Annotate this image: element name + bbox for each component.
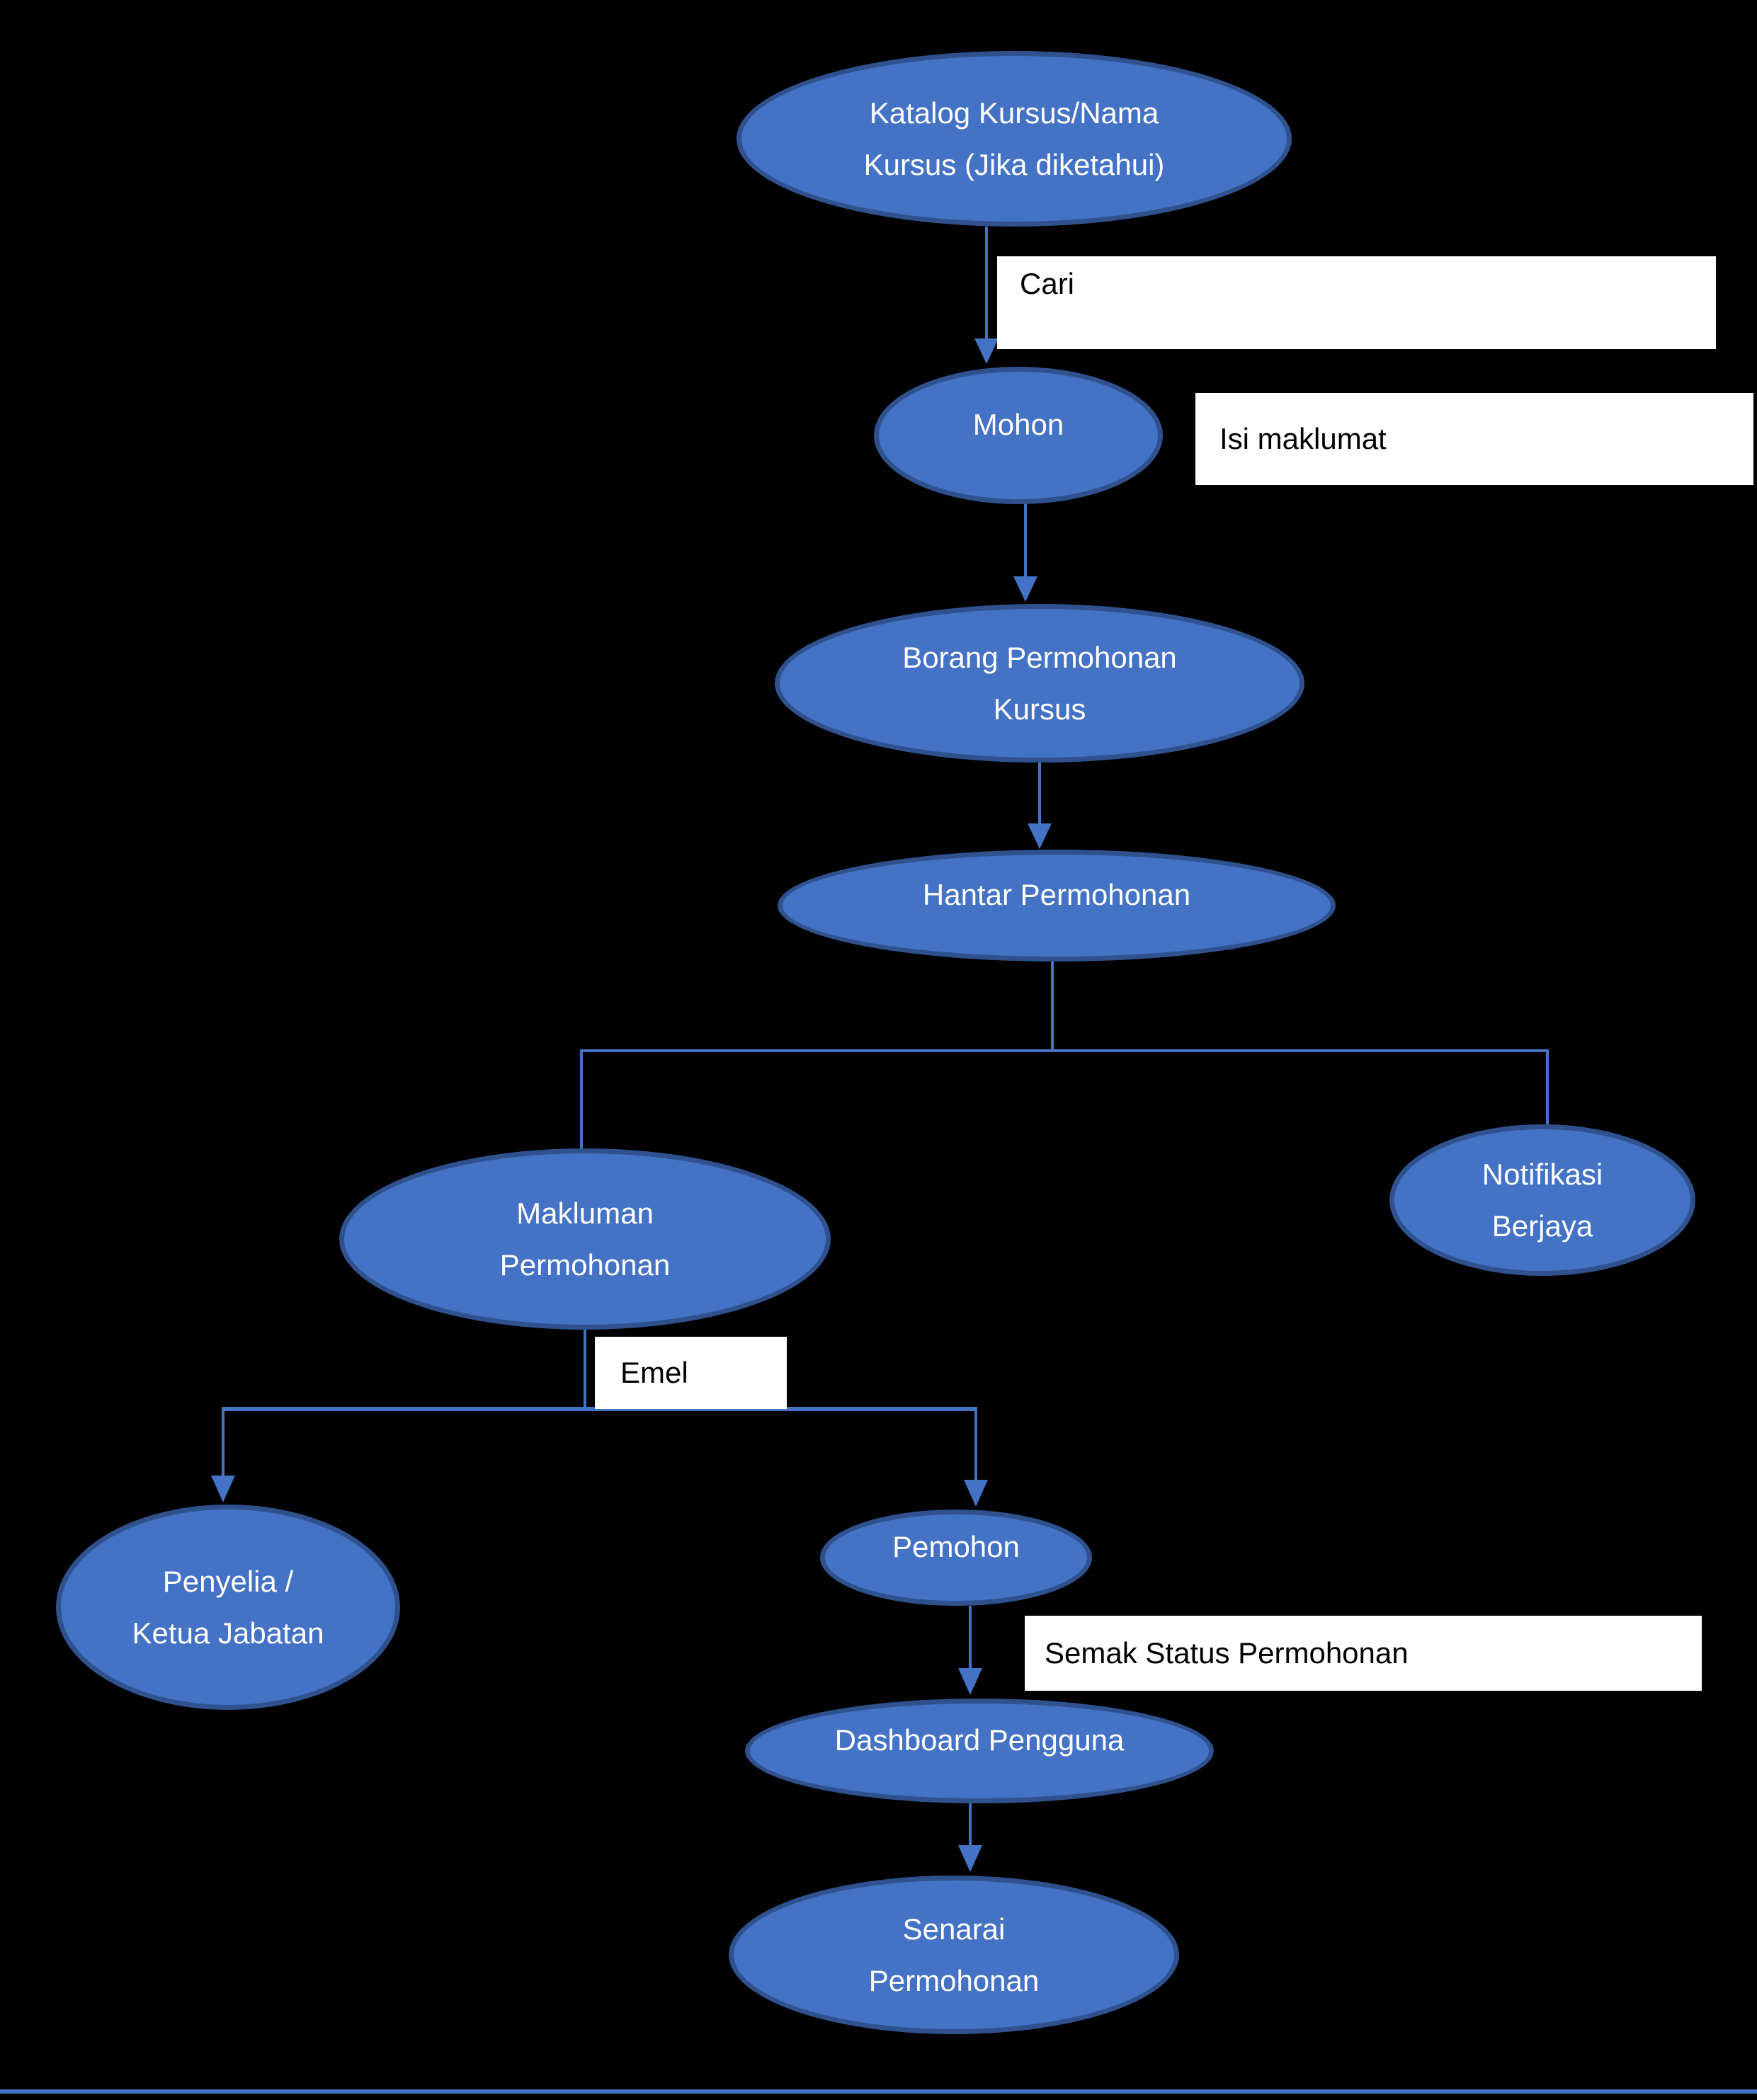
node-mohon-label: Mohon	[972, 408, 1064, 442]
node-dashboard-pengguna-label: Dashboard Pengguna	[834, 1723, 1125, 1757]
node-makluman-permohonan-label: Makluman Permohonan	[499, 1196, 671, 1282]
node-senarai-permohonan: Senarai Permohonan	[729, 1876, 1179, 2034]
node-senarai-permohonan-label: Senarai Permohonan	[868, 1912, 1040, 1998]
connector-hantar-branch	[580, 961, 1549, 1151]
connector-makluman-branch	[211, 1330, 988, 1507]
arrowhead-down-icon	[211, 1476, 235, 1502]
edge-label-semak-status-text: Semak Status Permohonan	[1045, 1636, 1409, 1670]
connector-dashboard-senarai	[958, 1803, 982, 1872]
connector-mohon-borang	[1013, 504, 1037, 602]
arrowhead-down-icon	[974, 338, 999, 364]
node-pemohon: Pemohon	[820, 1510, 1092, 1606]
edge-label-cari: Cari	[997, 256, 1716, 349]
node-dashboard-pengguna: Dashboard Pengguna	[745, 1699, 1214, 1803]
node-makluman-permohonan: Makluman Permohonan	[339, 1148, 831, 1330]
node-borang-permohonan-label: Borang Permohonan Kursus	[902, 640, 1177, 726]
connector-borang-hantar	[1028, 763, 1052, 849]
arrowhead-down-icon	[958, 1845, 982, 1872]
edge-label-emel: Emel	[595, 1337, 787, 1409]
node-hantar-permohonan: Hantar Permohonan	[778, 850, 1336, 961]
node-borang-permohonan: Borang Permohonan Kursus	[775, 604, 1304, 763]
node-penyelia-ketua-jabatan: Penyelia / Ketua Jabatan	[56, 1505, 400, 1710]
connector-katalog-mohon	[974, 227, 999, 364]
arrowhead-down-icon	[1028, 823, 1052, 849]
arrowhead-down-icon	[964, 1480, 988, 1507]
arrowhead-down-icon	[958, 1668, 982, 1695]
node-katalog-kursus-label: Katalog Kursus/Nama Kursus (Jika diketah…	[863, 96, 1165, 182]
edge-label-isi-maklumat: Isi maklumat	[1195, 393, 1753, 485]
node-notifikasi-berjaya-label: Notifikasi Berjaya	[1482, 1157, 1603, 1243]
node-hantar-permohonan-label: Hantar Permohonan	[922, 878, 1191, 912]
edge-label-cari-text: Cari	[1020, 267, 1075, 300]
node-pemohon-label: Pemohon	[892, 1530, 1020, 1564]
node-katalog-kursus: Katalog Kursus/Nama Kursus (Jika diketah…	[737, 51, 1292, 227]
arrowhead-down-icon	[1013, 576, 1037, 602]
edge-label-emel-text: Emel	[620, 1355, 688, 1389]
node-mohon: Mohon	[874, 367, 1163, 504]
edge-label-semak-status: Semak Status Permohonan	[1025, 1616, 1702, 1691]
edge-label-isi-maklumat-text: Isi maklumat	[1219, 421, 1387, 455]
node-notifikasi-berjaya: Notifikasi Berjaya	[1389, 1124, 1695, 1276]
connector-pemohon-dashboard	[958, 1606, 982, 1695]
node-penyelia-ketua-jabatan-label: Penyelia / Ketua Jabatan	[132, 1564, 324, 1650]
